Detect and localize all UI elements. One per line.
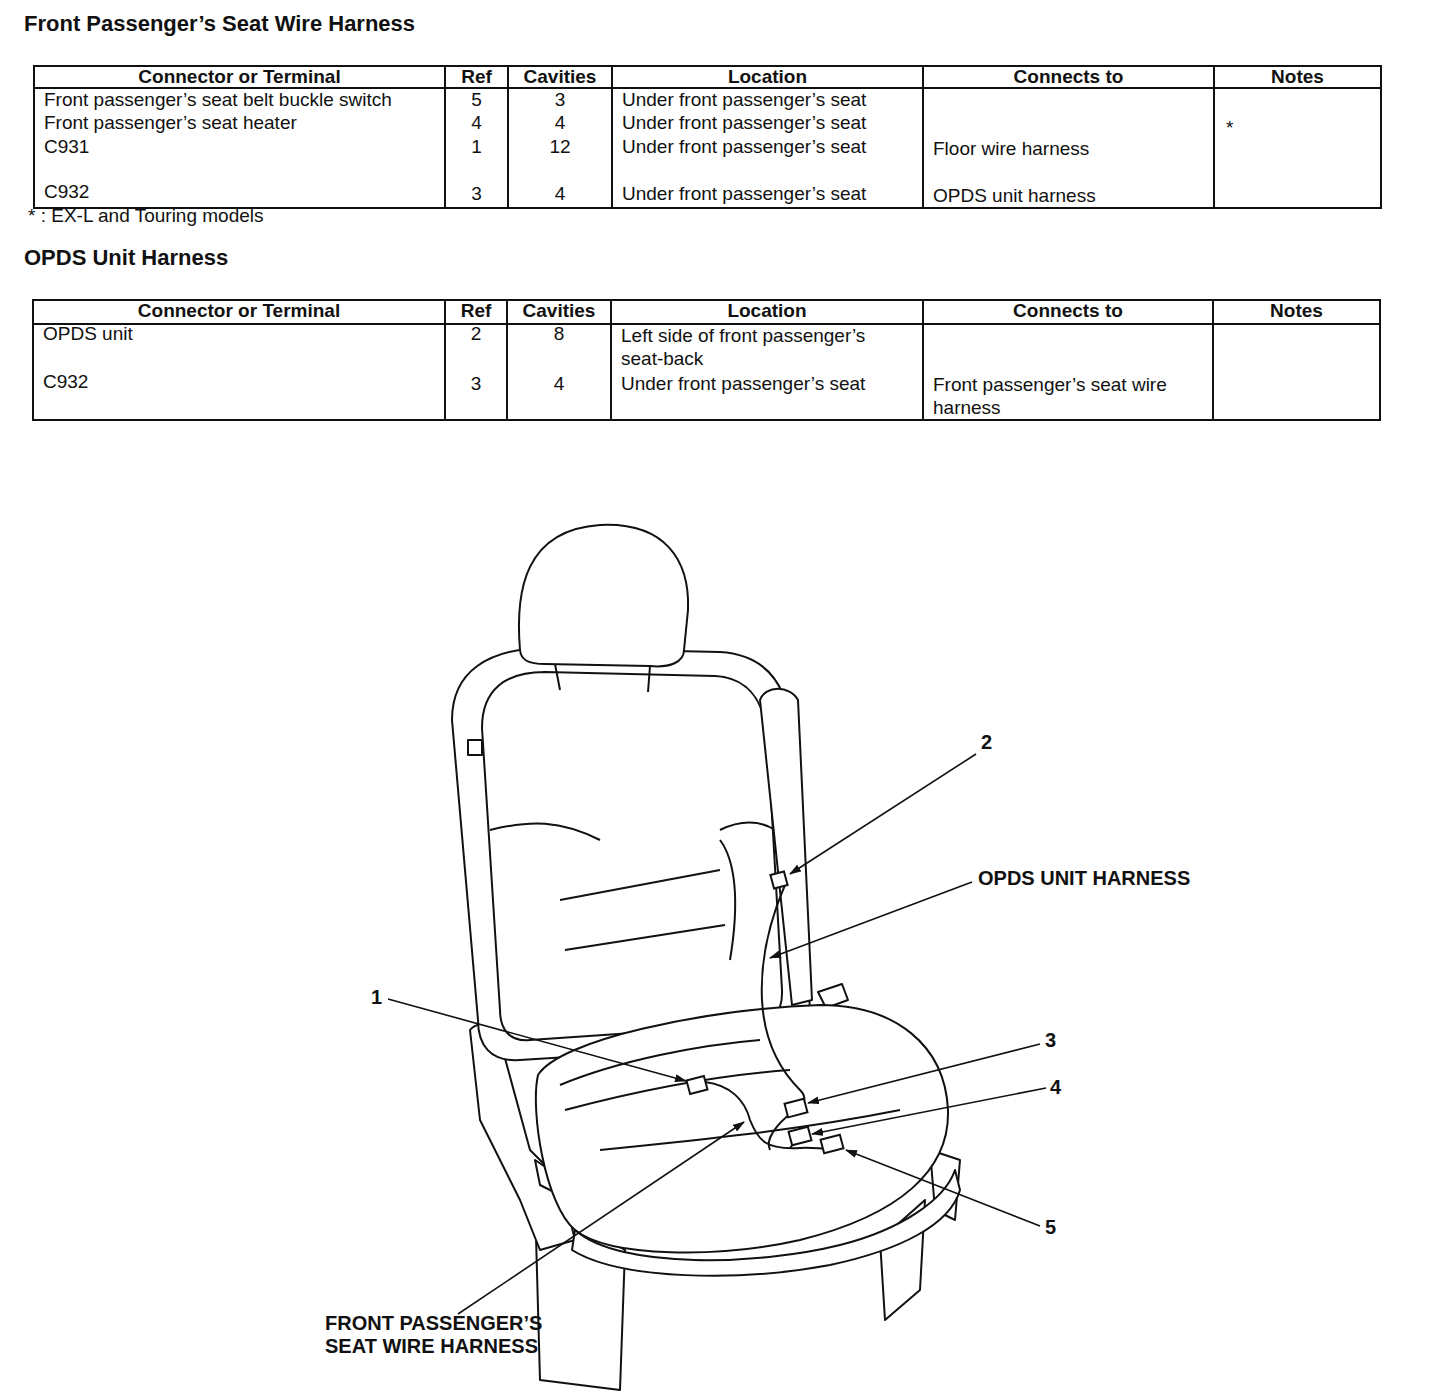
table-header: Connector or Terminal bbox=[33, 299, 445, 322]
callout-number: 3 bbox=[1045, 1029, 1056, 1052]
table-header: Ref bbox=[445, 299, 507, 322]
table-header: Location bbox=[612, 65, 923, 88]
table-cell: * bbox=[1226, 116, 1266, 139]
connector-symbols bbox=[686, 871, 843, 1153]
footnote: * : EX-L and Touring models bbox=[28, 204, 264, 227]
table-header: Connects to bbox=[923, 65, 1214, 88]
callout-number: 5 bbox=[1045, 1216, 1056, 1239]
leader-lines bbox=[388, 754, 1046, 1314]
table-cell: 8 bbox=[507, 322, 611, 345]
table-cell: Left side of front passenger’s seat-back bbox=[621, 324, 911, 370]
table-header: Connector or Terminal bbox=[34, 65, 445, 88]
table-cell: C932 bbox=[44, 180, 441, 203]
callout-number: 2 bbox=[981, 731, 992, 754]
table-cell: 4 bbox=[507, 372, 611, 395]
table-cell: Under front passenger’s seat bbox=[622, 88, 917, 111]
table-cell: OPDS unit bbox=[43, 322, 441, 345]
table-cell: 3 bbox=[445, 372, 507, 395]
section-heading: OPDS Unit Harness bbox=[24, 246, 228, 269]
table-header: Ref bbox=[445, 65, 508, 88]
table-header: Connects to bbox=[923, 299, 1213, 322]
table-cell: 4 bbox=[508, 182, 612, 205]
table-cell: 2 bbox=[445, 322, 507, 345]
table-header: Notes bbox=[1213, 299, 1380, 322]
table-cell: 1 bbox=[445, 135, 508, 158]
table-grid bbox=[33, 66, 1381, 420]
table-header: Location bbox=[611, 299, 923, 322]
table-cell: Under front passenger’s seat bbox=[622, 182, 917, 205]
callout-number: 1 bbox=[371, 986, 382, 1009]
table-cell: 4 bbox=[508, 111, 612, 134]
table-cell: C932 bbox=[43, 370, 441, 393]
harness-wires bbox=[705, 885, 835, 1150]
table-header: Cavities bbox=[507, 299, 611, 322]
table-cell: 12 bbox=[508, 135, 612, 158]
table-cell: C931 bbox=[44, 135, 441, 158]
table-cell: Front passenger’s seat belt buckle switc… bbox=[44, 88, 441, 111]
table-cell: Front passenger’s seat wire harness bbox=[933, 373, 1203, 419]
table-cell: Under front passenger’s seat bbox=[622, 135, 917, 158]
harness-label: FRONT PASSENGER’S SEAT WIRE HARNESS bbox=[325, 1312, 575, 1358]
harness-label: OPDS UNIT HARNESS bbox=[978, 867, 1190, 890]
table-cell: Floor wire harness bbox=[933, 137, 1208, 160]
table-cell: 5 bbox=[445, 88, 508, 111]
table-header: Cavities bbox=[508, 65, 612, 88]
table-cell: 3 bbox=[445, 182, 508, 205]
table-cell: Front passenger’s seat heater bbox=[44, 111, 441, 134]
table-cell: 4 bbox=[445, 111, 508, 134]
table-cell: 3 bbox=[508, 88, 612, 111]
callout-number: 4 bbox=[1050, 1076, 1061, 1099]
section-title: Front Passenger’s Seat Wire Harness bbox=[24, 12, 415, 35]
table-cell: OPDS unit harness bbox=[933, 184, 1208, 207]
seat-drawing bbox=[452, 525, 960, 1390]
table-cell: Under front passenger’s seat bbox=[622, 111, 917, 134]
table-header: Notes bbox=[1214, 65, 1381, 88]
table-cell: Under front passenger’s seat bbox=[621, 372, 917, 395]
